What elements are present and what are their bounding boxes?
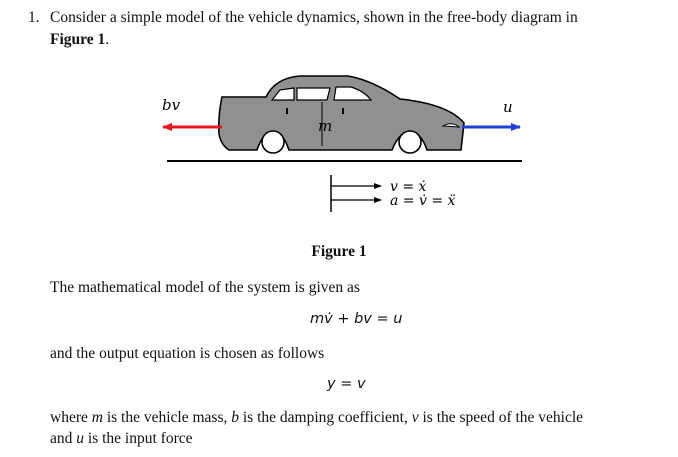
- where-text-part: is the speed of the vehicle: [418, 409, 584, 426]
- car-wheel-front: [398, 130, 422, 154]
- variable-b: b: [231, 409, 239, 426]
- velocity-label: v = ẋ: [390, 179, 427, 195]
- and-text: and u is the input force: [50, 428, 660, 449]
- car-window-front: [333, 86, 373, 101]
- variable-m: m: [91, 409, 103, 426]
- output-intro-text: and the output equation is chosen as fol…: [50, 345, 325, 362]
- question-number: 1.: [28, 9, 40, 26]
- damping-force-label: bv: [162, 96, 181, 114]
- figure-caption: Figure 1: [311, 243, 367, 260]
- output-equation: y = v: [327, 376, 366, 392]
- car-window-rear: [270, 87, 295, 101]
- model-equation: mv̇ + bv = u: [310, 311, 403, 327]
- car-window-middle: [296, 87, 331, 101]
- free-body-diagram: bv u m v = ẋ a = v̇ = ẍ: [162, 75, 522, 212]
- car-wheel-rear: [261, 130, 285, 154]
- where-text-part: where: [50, 409, 92, 426]
- acceleration-label: a = v̇ = ẍ: [390, 193, 456, 209]
- car-headlight: [441, 123, 461, 128]
- and-text-part: is the input force: [84, 430, 193, 447]
- input-force-label: u: [503, 98, 513, 116]
- mass-label: m: [318, 117, 332, 135]
- where-text-part: is the damping coefficient,: [238, 409, 412, 426]
- figure-reference: Figure 1.: [50, 30, 109, 50]
- figure-reference-period: .: [105, 31, 110, 48]
- figure-reference-label: Figure 1: [50, 31, 106, 48]
- variable-u: u: [76, 430, 85, 447]
- question-text: Consider a simple model of the vehicle d…: [50, 9, 578, 26]
- where-text: where m is the vehicle mass, b is the da…: [50, 407, 660, 428]
- kinematics-indicator: [330, 175, 382, 212]
- where-text-part: is the vehicle mass,: [102, 409, 232, 426]
- model-intro-text: The mathematical model of the system is …: [50, 279, 360, 296]
- car-icon: [218, 75, 465, 154]
- variable-v: v: [411, 409, 419, 426]
- and-text-part: and: [50, 430, 77, 447]
